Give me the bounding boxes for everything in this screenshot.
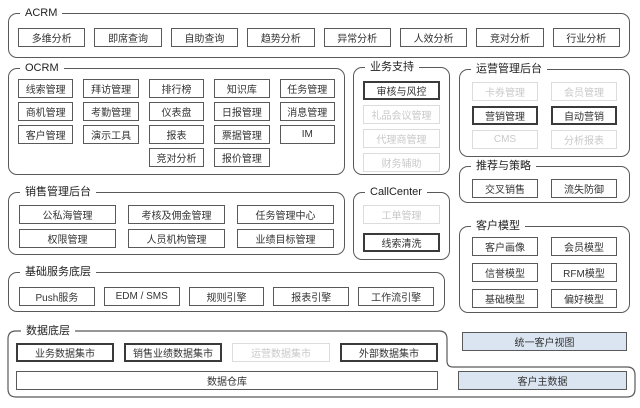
module-button: 交叉销售 — [472, 179, 538, 198]
group-customer-model: 客户模型 客户画像 会员模型 信誉模型 RFM模型 基础模型 偏好模型 — [459, 219, 630, 313]
module-button: 客户管理 — [18, 125, 74, 144]
module-button: 财务辅助 — [363, 153, 440, 172]
module-button: 竞对分析 — [148, 148, 205, 167]
module-button: CMS — [472, 130, 538, 149]
module-button: 审核与风控 — [363, 81, 440, 100]
group-business-support-legend: 业务支持 — [365, 60, 419, 74]
group-recommendation-strategy-legend: 推荐与策略 — [471, 159, 536, 173]
module-button: 客户画像 — [472, 237, 538, 256]
module-button: 公私海管理 — [19, 205, 116, 224]
module-button: 销售业绩数据集市 — [124, 343, 222, 362]
module-button: 偏好模型 — [551, 289, 617, 308]
module-button: 竞对分析 — [476, 28, 544, 47]
module-button: 代理商管理 — [363, 129, 440, 148]
module-button: 会员模型 — [551, 237, 617, 256]
group-base-services: 基础服务底层 Push服务 EDM / SMS 规则引擎 报表引擎 工作流引擎 — [8, 265, 445, 312]
module-button: 知识库 — [214, 79, 270, 98]
module-button: 外部数据集市 — [340, 343, 438, 362]
module-button: 自助查询 — [170, 28, 239, 47]
module-button: 行业分析 — [552, 28, 620, 47]
module-button: 权限管理 — [19, 229, 116, 248]
module-button: RFM模型 — [551, 263, 617, 282]
module-button: 自动营销 — [551, 106, 617, 125]
group-operations-admin-legend: 运营管理后台 — [471, 62, 547, 76]
data-warehouse-button: 数据仓库 — [16, 371, 438, 390]
module-button: 商机管理 — [18, 102, 74, 121]
module-button: 业绩目标管理 — [237, 229, 334, 248]
group-recommendation-strategy: 推荐与策略 交叉销售 流失防御 — [459, 159, 630, 203]
module-button: 工作流引擎 — [358, 287, 434, 306]
module-button: 工单管理 — [363, 205, 440, 224]
group-callcenter: CallCenter 工单管理 线索清洗 — [353, 185, 450, 260]
module-button: 卡券管理 — [472, 82, 538, 101]
module-button: 任务管理中心 — [237, 205, 334, 224]
customer-master-data-button: 客户主数据 — [458, 371, 627, 390]
module-button: 消息管理 — [279, 102, 335, 121]
group-sales-admin-legend: 销售管理后台 — [20, 185, 96, 199]
module-button: 报表引擎 — [273, 287, 350, 306]
module-button: 营销管理 — [472, 106, 538, 125]
module-button: EDM / SMS — [103, 287, 180, 306]
group-operations-admin: 运营管理后台 卡券管理 会员管理 营销管理 自动营销 CMS 分析报表 — [459, 62, 630, 157]
module-button: 分析报表 — [551, 130, 617, 149]
unified-customer-view-button: 统一客户视图 — [462, 332, 627, 351]
module-button: 排行榜 — [148, 79, 205, 98]
group-callcenter-legend: CallCenter — [365, 185, 427, 199]
module-button: 趋势分析 — [247, 28, 315, 47]
module-button: 即席查询 — [94, 28, 162, 47]
module-button: 线索清洗 — [363, 233, 440, 252]
group-acrm: ACRM 多维分析 即席查询 自助查询 趋势分析 异常分析 人效分析 竞对分析 … — [8, 6, 630, 58]
module-button: 日报管理 — [214, 102, 270, 121]
module-button: 流失防御 — [551, 179, 617, 198]
module-button: 演示工具 — [83, 125, 139, 144]
module-button: 仪表盘 — [148, 102, 205, 121]
module-button: 基础模型 — [472, 289, 538, 308]
group-ocrm-legend: OCRM — [20, 61, 64, 75]
module-button: 人效分析 — [399, 28, 468, 47]
group-ocrm: OCRM 线索管理 拜访管理 排行榜 知识库 任务管理 商机管理 考勤管理 仪表… — [8, 61, 345, 175]
module-button: 运营数据集市 — [232, 343, 330, 362]
module-button: 信誉模型 — [472, 263, 538, 282]
group-business-support: 业务支持 审核与风控 礼品会议管理 代理商管理 财务辅助 — [353, 60, 450, 175]
module-button: 多维分析 — [18, 28, 86, 47]
module-button: 人员机构管理 — [128, 229, 225, 248]
module-button: IM — [279, 125, 335, 144]
module-button: Push服务 — [19, 287, 95, 306]
module-button: 会员管理 — [551, 82, 617, 101]
module-button: 异常分析 — [323, 28, 391, 47]
module-button: 礼品会议管理 — [363, 105, 440, 124]
module-button: 任务管理 — [279, 79, 335, 98]
group-base-services-legend: 基础服务底层 — [20, 265, 96, 279]
group-data-layer-legend: 数据底层 — [21, 324, 75, 338]
module-button: 报表 — [148, 125, 205, 144]
module-button: 报价管理 — [214, 148, 270, 167]
module-button: 票据管理 — [214, 125, 270, 144]
group-acrm-legend: ACRM — [20, 6, 63, 20]
group-sales-admin: 销售管理后台 公私海管理 考核及佣金管理 任务管理中心 权限管理 人员机构管理 … — [8, 185, 345, 255]
module-button: 考核及佣金管理 — [128, 205, 225, 224]
module-button: 拜访管理 — [83, 79, 139, 98]
module-button: 规则引擎 — [188, 287, 265, 306]
module-button: 业务数据集市 — [16, 343, 114, 362]
module-button: 线索管理 — [18, 79, 74, 98]
module-button: 考勤管理 — [83, 102, 139, 121]
group-customer-model-legend: 客户模型 — [471, 219, 525, 233]
